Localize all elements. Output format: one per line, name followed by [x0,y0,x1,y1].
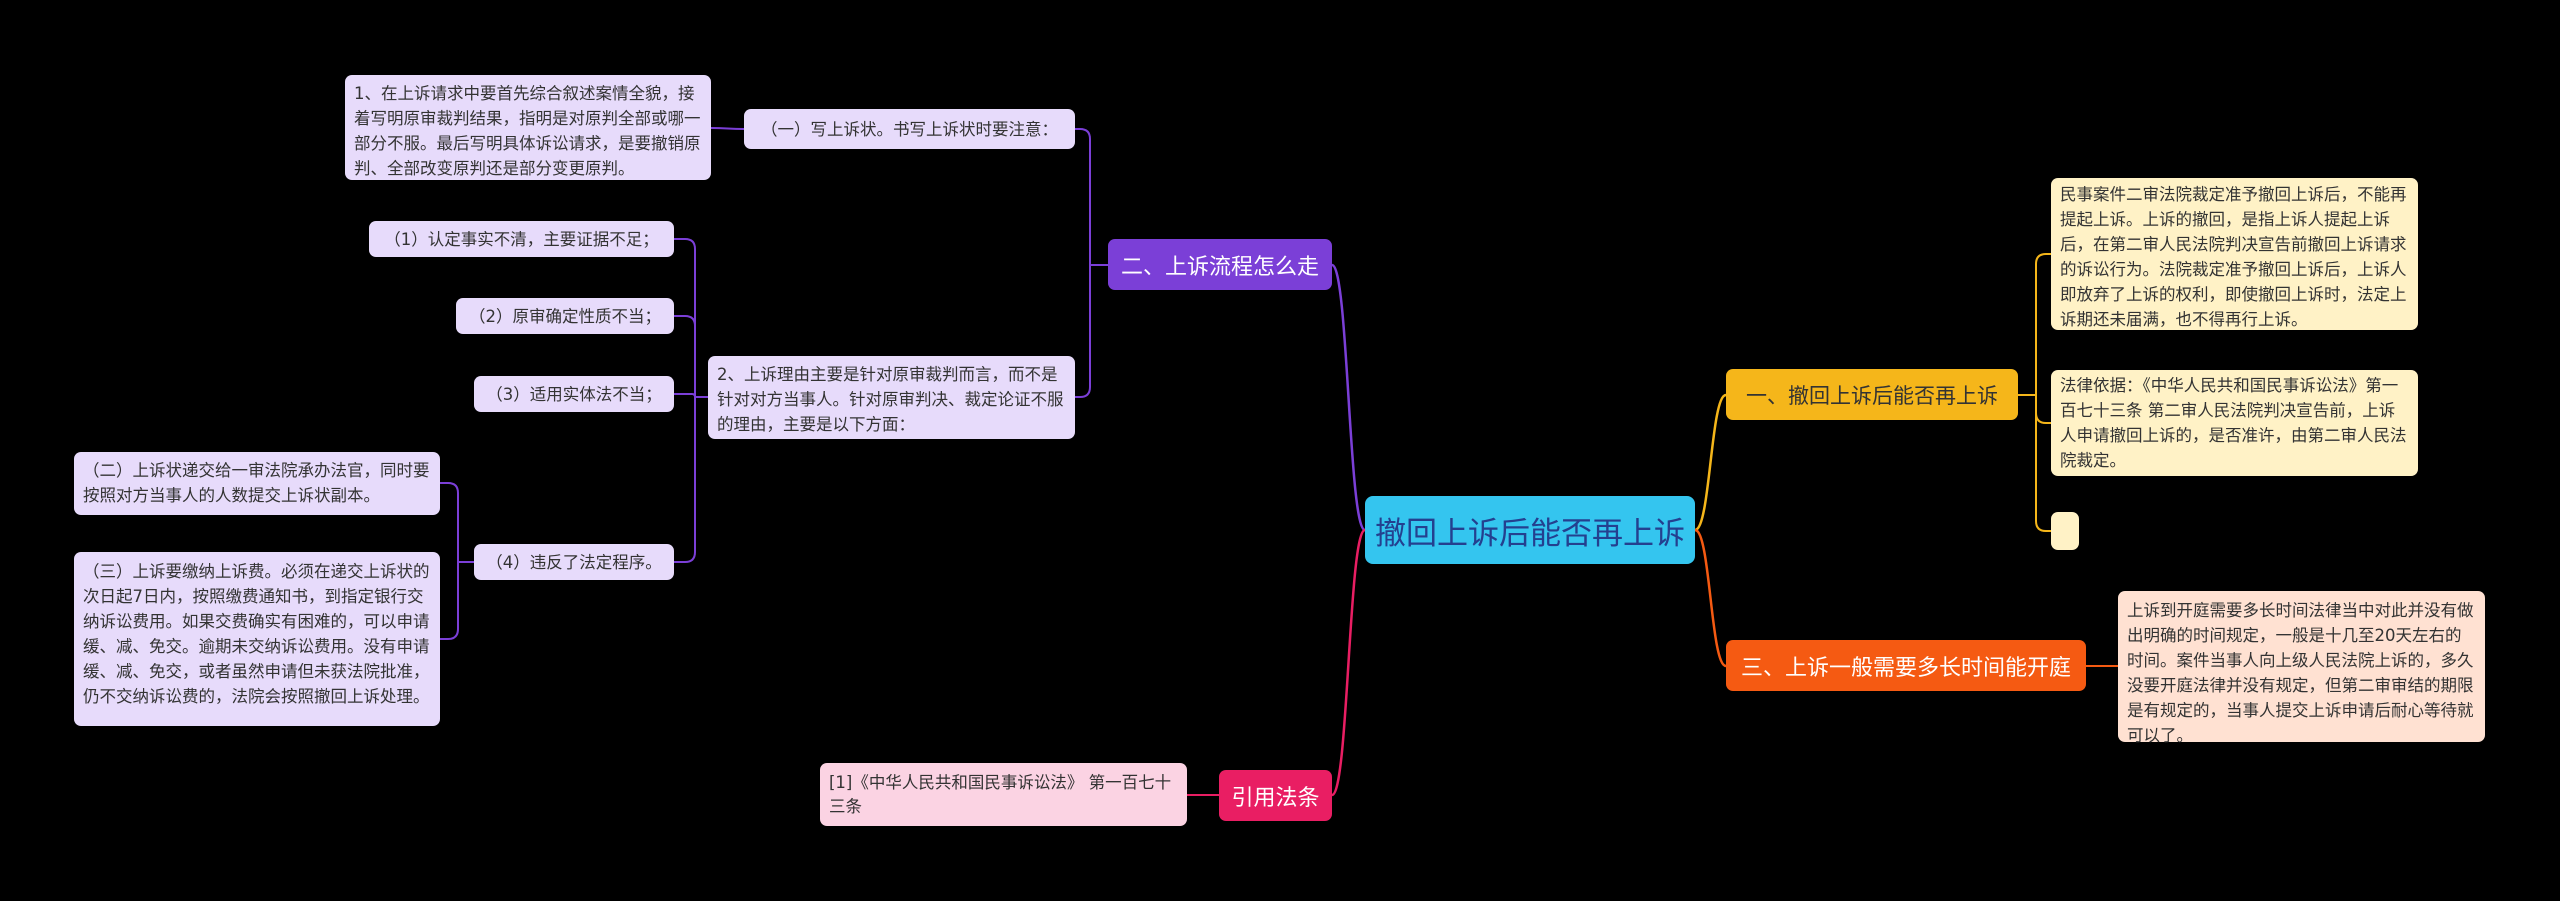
connector-line [2018,394,2051,424]
procedure-detail[interactable]: （二）上诉状递交给一审法院承办法官，同时要按照对方当事人的人数提交上诉状副本。 [74,452,440,515]
connector-line [1330,528,1367,797]
connector-line [674,238,708,398]
connector-line [674,396,708,563]
reason-item[interactable]: （3）适用实体法不当； [474,376,674,412]
connector-line [1075,264,1108,398]
connector-line [1694,393,1727,532]
reason-item-label: （3）适用实体法不当； [486,384,662,404]
connector-line [2018,253,2051,396]
process-reasons-text: 2、上诉理由主要是针对原审裁判而言，而不是针对对方当事人。针对原审判决、裁定论证… [717,365,1064,434]
connector-line [440,482,474,563]
branch-time-label: 三、上诉一般需要多长时间能开庭 [1740,655,2071,681]
branch-cite-label: 引用法条 [1231,785,1320,811]
time-detail-text: 上诉到开庭需要多长时间法律当中对此并没有做出明确的时间规定，一般是十几至20天左… [2127,601,2474,745]
branch-process[interactable]: 二、上诉流程怎么走 [1108,239,1332,290]
procedure-detail-text: （二）上诉状递交给一审法院承办法官，同时要按照对方当事人的人数提交上诉状副本。 [83,461,430,505]
root-topic[interactable]: 撤回上诉后能否再上诉 [1365,496,1695,564]
cite-detail[interactable]: [1]《中华人民共和国民事诉讼法》 第一百七十三条 [820,763,1187,826]
branch-appeal[interactable]: 一、撤回上诉后能否再上诉 [1726,369,2018,420]
branch-process-label: 二、上诉流程怎么走 [1120,254,1319,280]
connector-line [674,315,708,398]
reason-item[interactable]: （4）违反了法定程序。 [474,544,674,580]
procedure-detail-text: （三）上诉要缴纳上诉费。必须在递交上诉状的次日起7日内，按照缴费通知书，到指定银… [83,562,430,706]
appeal-detail[interactable]: 法律依据：《中华人民共和国民事诉讼法》第一百七十三条 第二审人民法院判决宣告前，… [2051,370,2418,476]
reason-item-label: （1）认定事实不清，主要证据不足； [384,229,659,249]
connector-line [1075,128,1108,266]
process-write-detail[interactable]: 1、在上诉请求中要首先综合叙述案情全貌，接着写明原审裁判结果，指明是对原判全部或… [345,75,711,180]
connector-line [440,561,474,640]
connector-line [1694,528,1727,668]
process-write-label: （一）写上诉状。书写上诉状时要注意： [761,119,1058,139]
appeal-detail-text: 民事案件二审法院裁定准予撤回上诉后，不能再提起上诉。上诉的撤回，是指上诉人提起上… [2060,185,2407,329]
root-topic-label: 撤回上诉后能否再上诉 [1375,515,1685,552]
cite-detail-text: [1]《中华人民共和国民事诉讼法》 第一百七十三条 [829,773,1172,816]
connector-line [2018,394,2051,532]
connector-line [1330,263,1367,532]
branch-appeal-label: 一、撤回上诉后能否再上诉 [1746,383,1998,408]
branch-time[interactable]: 三、上诉一般需要多长时间能开庭 [1726,640,2086,691]
process-write-detail-text: 1、在上诉请求中要首先综合叙述案情全貌，接着写明原审裁判结果，指明是对原判全部或… [354,84,701,178]
procedure-detail[interactable]: （三）上诉要缴纳上诉费。必须在递交上诉状的次日起7日内，按照缴费通知书，到指定银… [74,552,440,726]
process-write-node[interactable]: （一）写上诉状。书写上诉状时要注意： [744,109,1075,149]
process-reasons-node[interactable]: 2、上诉理由主要是针对原审裁判而言，而不是针对对方当事人。针对原审判决、裁定论证… [708,356,1075,439]
branch-cite[interactable]: 引用法条 [1219,770,1332,821]
reason-item-label: （2）原审确定性质不当； [469,306,661,326]
appeal-detail[interactable]: 民事案件二审法院裁定准予撤回上诉后，不能再提起上诉。上诉的撤回，是指上诉人提起上… [2051,178,2418,330]
reason-item[interactable]: （1）认定事实不清，主要证据不足； [369,221,674,257]
reason-item-label: （4）违反了法定程序。 [486,552,662,572]
connector-line [710,127,745,130]
appeal-detail-empty[interactable] [2051,512,2079,550]
reason-item[interactable]: （2）原审确定性质不当； [456,298,674,334]
appeal-detail-text: 法律依据：《中华人民共和国民事诉讼法》第一百七十三条 第二审人民法院判决宣告前，… [2060,376,2407,470]
time-detail[interactable]: 上诉到开庭需要多长时间法律当中对此并没有做出明确的时间规定，一般是十几至20天左… [2118,591,2485,745]
